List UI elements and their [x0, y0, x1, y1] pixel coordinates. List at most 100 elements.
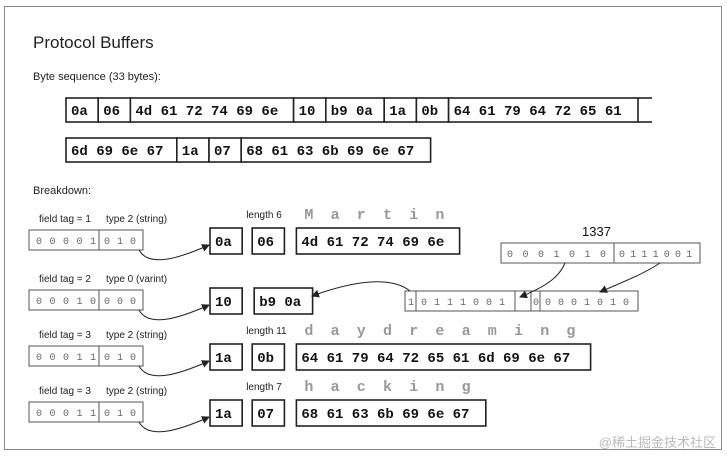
decoded-letter: g [462, 379, 471, 396]
seq-byte-1-0: 6d 69 6e 67 [71, 144, 163, 160]
length-label: length 11 [246, 326, 287, 337]
tag-bit: 1 [90, 237, 96, 248]
byte-sequence-label: Byte sequence (33 bytes): [33, 71, 161, 83]
tag-byte-box [209, 227, 244, 255]
decoded-letter: r [357, 207, 366, 224]
decoded-letter: h [304, 379, 313, 396]
decoded-letter: d [383, 323, 392, 340]
varint-bit: 0 [619, 250, 625, 261]
decoded-letter: t [383, 207, 392, 224]
tag-bit: 0 [90, 297, 96, 308]
tag-byte: 1a [215, 351, 232, 367]
varint-arrow-low [519, 262, 566, 299]
value-bytes: 4d 61 72 74 69 6e [301, 235, 444, 251]
byte1-bit: 0 [473, 298, 479, 309]
seq-byte-0-4: b9 0a [331, 104, 374, 120]
seq-byte-0-5-box [383, 97, 418, 123]
page-title: Protocol Buffers [33, 33, 154, 52]
varint-bit: 1 [585, 250, 591, 261]
decoded-letter: c [357, 379, 366, 396]
seq-byte-1-3-box [240, 137, 432, 163]
tag-bit: 0 [77, 237, 83, 248]
tag-byte: 1a [215, 407, 232, 423]
byte2-bit: 1 [610, 298, 616, 309]
byte2-bit: 0 [545, 298, 551, 309]
decoded-letter: a [331, 323, 340, 340]
tag-byte-box [209, 287, 244, 315]
tag-bit: 0 [36, 237, 42, 248]
tag-bits-box [28, 289, 144, 311]
tag-byte-box [209, 399, 244, 427]
seq-byte-0-7-box [447, 97, 639, 123]
seq-byte-0-2: 4d 61 72 74 69 6e [135, 104, 278, 120]
tag-bit: 0 [50, 297, 56, 308]
decoded-letter: k [383, 379, 392, 396]
type-bit: 1 [117, 237, 123, 248]
varint-arrow-to-bytes [311, 281, 411, 298]
seq-byte-0-0: 0a [71, 104, 88, 120]
tag-bit: 0 [63, 237, 69, 248]
byte2-bit: 0 [558, 298, 564, 309]
length-byte-box [251, 227, 286, 255]
type-bit: 1 [117, 409, 123, 420]
seq-byte-1-2-box [208, 137, 243, 163]
type-bit: 0 [104, 409, 110, 420]
seq-byte-1-2: 07 [214, 144, 231, 160]
type-bit: 1 [117, 353, 123, 364]
wire-type-label: type 2 (string) [106, 330, 167, 341]
type-bit: 0 [104, 297, 110, 308]
field-tag-label: field tag = 3 [39, 386, 91, 397]
tag-bit: 0 [36, 353, 42, 364]
length-byte: 07 [257, 407, 274, 423]
varint-bit: 1 [554, 250, 560, 261]
tag-bit: 1 [90, 409, 96, 420]
value-bytes: 68 61 63 6b 69 6e 67 [301, 407, 469, 423]
tag-arrow [138, 416, 210, 433]
byte1-bit: 1 [434, 298, 440, 309]
seq-byte-1-1: 1a [182, 144, 199, 160]
varint-bit: 1 [686, 250, 692, 261]
varint-binary-box [500, 242, 701, 264]
varint-arrow-high [599, 262, 661, 293]
field-tag-label: field tag = 3 [39, 330, 91, 341]
varint-bit: 0 [538, 250, 544, 261]
varint-bit: 0 [569, 250, 575, 261]
type-bit: 0 [104, 353, 110, 364]
seq-byte-0-1-box [97, 97, 132, 123]
byte1-bit: 0 [421, 298, 427, 309]
decoded-letter: y [357, 323, 366, 340]
seq-byte-0-1: 06 [103, 104, 120, 120]
byte2-bit: 0 [623, 298, 629, 309]
tag-bit: 0 [50, 409, 56, 420]
decoded-letter: n [435, 207, 444, 224]
decoded-letter: r [409, 323, 418, 340]
tag-bit: 0 [50, 353, 56, 364]
decoded-letter: g [566, 323, 575, 340]
decoded-letter: M [304, 207, 313, 224]
tag-bits-box [28, 401, 144, 423]
varint-bit: 1 [641, 250, 647, 261]
type-bit: 0 [130, 297, 136, 308]
tag-bit: 1 [90, 353, 96, 364]
varint-bit: 1 [630, 250, 636, 261]
tag-byte-box [209, 343, 244, 371]
length-byte-box [251, 343, 286, 371]
tag-arrow [138, 360, 210, 377]
decoded-letter: i [409, 207, 418, 224]
decoded-letter: n [435, 379, 444, 396]
seq-byte-1-0-box [65, 137, 178, 163]
decoded-letter: a [331, 379, 340, 396]
length-byte: 06 [257, 235, 274, 251]
decoded-letter: m [488, 323, 497, 340]
decoded-letter: n [540, 323, 549, 340]
varint-bit: 0 [523, 250, 529, 261]
varint-bit: 0 [600, 250, 606, 261]
tag-bits-box [28, 229, 144, 251]
varint-bit: 0 [664, 250, 670, 261]
